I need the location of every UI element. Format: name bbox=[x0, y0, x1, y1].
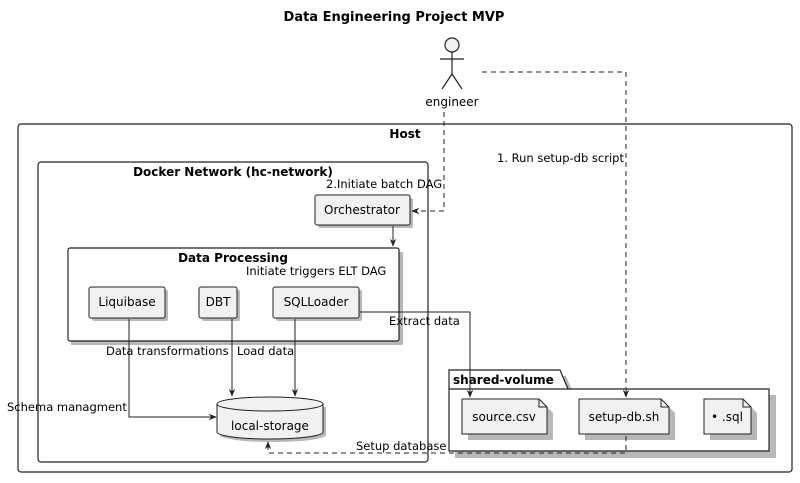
edge-data-transformations-label: Data transformations bbox=[106, 344, 229, 358]
engineer-icon bbox=[440, 37, 464, 90]
sql-files-node: • .sql bbox=[703, 398, 757, 440]
docker-network-label: Docker Network (hc-network) bbox=[133, 165, 333, 179]
edge-data-transformations: Data transformations bbox=[106, 319, 236, 397]
edge-load-data-label: Load data bbox=[237, 344, 294, 358]
shared-volume-label: shared-volume bbox=[453, 373, 554, 387]
engineer-actor: engineer bbox=[425, 37, 479, 109]
liquibase-node: Liquibase bbox=[88, 286, 168, 321]
diagram-title: Data Engineering Project MVP bbox=[284, 10, 505, 25]
edge-run-setup-label: 1. Run setup-db script bbox=[497, 151, 624, 165]
edge-extract-data: Extract data bbox=[360, 311, 474, 398]
dbt-label: DBT bbox=[206, 295, 231, 309]
orchestrator-node: Orchestrator bbox=[314, 194, 413, 228]
source-csv-node: source.csv bbox=[461, 398, 553, 440]
edge-setup-database: Setup database bbox=[264, 436, 627, 454]
edge-setup-database-label: Setup database bbox=[356, 439, 446, 453]
dbt-node: DBT bbox=[198, 286, 240, 321]
sqlloader-node: SQLLoader bbox=[272, 286, 362, 321]
local-storage-node: local-storage bbox=[216, 396, 326, 442]
liquibase-label: Liquibase bbox=[98, 295, 155, 309]
edge-schema-management: Schema managment bbox=[7, 319, 217, 421]
source-csv-label: source.csv bbox=[472, 410, 536, 424]
edge-extract-data-label: Extract data bbox=[389, 314, 460, 328]
edge-load-data: Load data bbox=[237, 319, 299, 397]
local-storage-label: local-storage bbox=[231, 419, 309, 433]
edge-initiate-batch: 2.Initiate batch DAG bbox=[326, 112, 445, 215]
engineer-label: engineer bbox=[425, 95, 478, 109]
data-processing-label: Data Processing bbox=[178, 251, 288, 265]
setup-db-label: setup-db.sh bbox=[589, 410, 660, 424]
edge-initiate-triggers-label: Initiate triggers ELT DAG bbox=[246, 264, 386, 278]
orchestrator-label: Orchestrator bbox=[324, 203, 400, 217]
edge-schema-management-label: Schema managment bbox=[7, 400, 127, 414]
setup-db-node: setup-db.sh bbox=[578, 398, 675, 440]
host-label: Host bbox=[389, 127, 420, 141]
sql-files-label: • .sql bbox=[711, 410, 743, 424]
sqlloader-label: SQLLoader bbox=[284, 295, 349, 309]
edge-initiate-triggers: Initiate triggers ELT DAG bbox=[246, 226, 397, 278]
edge-run-setup: 1. Run setup-db script bbox=[482, 71, 630, 398]
edge-initiate-batch-label: 2.Initiate batch DAG bbox=[326, 177, 442, 191]
